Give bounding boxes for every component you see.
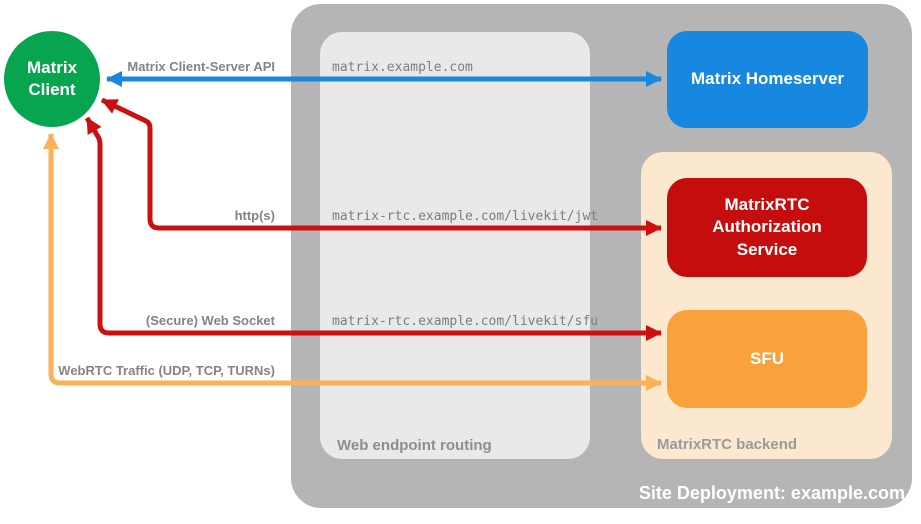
secure-websocket-label: (Secure) Web Socket — [145, 313, 275, 328]
webrtc-traffic-label: WebRTC Traffic (UDP, TCP, TURNs) — [58, 363, 275, 378]
matrix-homeserver-node — [667, 31, 868, 128]
matrixrtc-backend-caption: MatrixRTC backend — [657, 436, 798, 453]
endpoint-matrix-example-com: matrix.example.com — [332, 60, 473, 75]
matrixrtc-auth-service-label: MatrixRTC Authorization Service — [712, 194, 822, 259]
client-server-api-label: Matrix Client-Server API — [127, 59, 275, 74]
sfu-label: SFU — [750, 348, 784, 368]
matrixrtc-auth-service-node — [667, 178, 867, 277]
https-label: http(s) — [234, 208, 275, 223]
sfu-node — [667, 310, 867, 408]
matrix-homeserver-label: Matrix Homeserver — [690, 69, 845, 89]
arrow-webrtc-traffic — [43, 133, 662, 391]
matrix-client-label: Matrix Client — [26, 57, 78, 99]
matrix-client-node — [4, 31, 100, 127]
site-deployment-title: Site Deployment: example.com — [638, 483, 905, 503]
web-endpoint-routing-caption: Web endpoint routing — [337, 437, 492, 454]
endpoint-livekit-sfu: matrix-rtc.example.com/livekit/sfu — [332, 314, 599, 329]
web-endpoint-routing-box — [320, 32, 590, 459]
endpoint-livekit-jwt: matrix-rtc.example.com/livekit/jwt — [332, 209, 599, 224]
